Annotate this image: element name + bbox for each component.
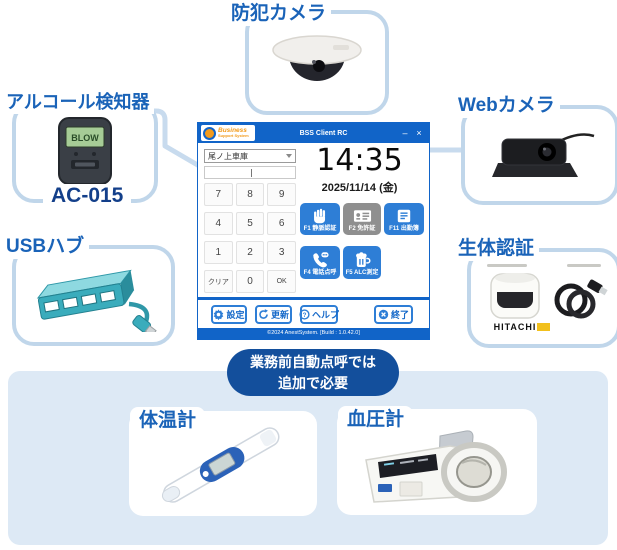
- numpad-key-4[interactable]: 4: [204, 212, 233, 235]
- numpad-key-7[interactable]: 7: [204, 183, 233, 206]
- webcam-box: [461, 105, 617, 205]
- alcohol-detector-box: BLOW: [12, 101, 158, 203]
- biometric-scanner-image: HITACHI: [487, 264, 608, 332]
- id-input[interactable]: [204, 166, 296, 179]
- f2-license-button[interactable]: F2 免許証: [343, 203, 381, 235]
- f4-phone-rollcall-button[interactable]: F4 電話点呼: [300, 246, 340, 279]
- titlebar: Business Support System BSS Client RC – …: [198, 123, 429, 143]
- refresh-button[interactable]: 更新: [255, 305, 292, 324]
- app-footer: ©2024 AnestSystem. [Build : 1.0.42.0]: [198, 328, 429, 339]
- numpad-key-3[interactable]: 3: [267, 241, 296, 264]
- biometric-brand-text: HITACHI: [494, 322, 537, 332]
- usb-hub-label: USBハブ: [1, 235, 90, 259]
- security-camera-label: 防犯カメラ: [226, 2, 332, 26]
- settings-button[interactable]: 設定: [211, 305, 247, 324]
- logo-line1: Business: [218, 126, 247, 134]
- help-button[interactable]: ? ヘルプ: [299, 305, 340, 324]
- alcohol-detector-label: アルコール検知器: [1, 90, 155, 114]
- webcam-image: [492, 133, 595, 177]
- exit-icon: [378, 309, 389, 320]
- logo-line2: Support System: [218, 133, 249, 139]
- gear-icon: [214, 309, 224, 320]
- thermometer-label: 体温計: [130, 407, 206, 435]
- settings-label: 設定: [226, 310, 245, 320]
- f5-label: F5 ALC測定: [345, 270, 379, 276]
- help-icon: ?: [299, 309, 310, 320]
- document-icon: [397, 209, 411, 223]
- f1-label: F1 静脈認証: [303, 226, 337, 232]
- bp-monitor-image: [365, 430, 507, 503]
- numpad-key-ok[interactable]: OK: [267, 270, 296, 293]
- numpad-key-1[interactable]: 1: [204, 241, 233, 264]
- refresh-icon: [259, 309, 268, 319]
- clock-date: 2025/11/14 (金): [321, 182, 398, 194]
- note-badge: 業務前自動点呼では 追加で必要: [227, 349, 399, 396]
- phone-icon: [313, 252, 329, 268]
- biometric-label: 生体認証: [453, 237, 540, 261]
- bp-monitor-label: 血圧計: [338, 406, 414, 434]
- connector-alcohol-to-app: [145, 108, 204, 170]
- numpad-key-clear[interactable]: クリア: [204, 270, 233, 293]
- close-button[interactable]: ×: [416, 128, 422, 138]
- exit-button[interactable]: 終了: [374, 305, 413, 324]
- logo-emblem-icon: [203, 126, 216, 140]
- location-select[interactable]: 尾ノ上車庫: [204, 149, 296, 163]
- app-window: Business Support System BSS Client RC – …: [197, 122, 430, 340]
- f11-label: F11 出勤簿: [389, 226, 419, 232]
- separator-line: [198, 297, 429, 300]
- location-select-value: 尾ノ上車庫: [208, 151, 248, 161]
- alcohol-screen-text: BLOW: [71, 133, 99, 143]
- help-glyph: ?: [303, 312, 307, 319]
- thermometer-image: [161, 426, 280, 503]
- f11-attendance-button[interactable]: F11 出勤簿: [384, 203, 424, 235]
- exit-label: 終了: [390, 310, 409, 320]
- numpad-key-8[interactable]: 8: [235, 183, 265, 206]
- usb-hub-box: [12, 245, 175, 346]
- note-badge-line2: 追加で必要: [278, 374, 348, 391]
- chevron-down-icon: [286, 154, 292, 158]
- hand-icon: [314, 208, 326, 224]
- numpad-key-5[interactable]: 5: [235, 212, 265, 235]
- f2-label: F2 免許証: [348, 226, 376, 232]
- app-logo: Business Support System: [201, 125, 255, 141]
- dome-camera-image: [272, 34, 362, 81]
- f4-label: F4 電話点呼: [303, 270, 337, 276]
- help-label: ヘルプ: [312, 310, 340, 320]
- f1-vein-auth-button[interactable]: F1 静脈認証: [300, 203, 340, 235]
- numpad: 7 8 9 4 5 6 1 2 3 クリア 0 OK: [204, 183, 296, 293]
- numpad-key-2[interactable]: 2: [235, 241, 265, 264]
- webcam-label: Webカメラ: [453, 94, 560, 118]
- text-caret: [251, 169, 252, 177]
- note-badge-line1: 業務前自動点呼では: [250, 354, 376, 371]
- id-card-icon: [353, 210, 371, 222]
- logo-text: Business Support System: [218, 126, 249, 139]
- minimize-button[interactable]: –: [402, 128, 408, 138]
- refresh-label: 更新: [270, 310, 289, 320]
- alcohol-detector-model: AC-015: [43, 184, 132, 208]
- biometric-box: HITACHI: [467, 248, 617, 348]
- clock-time: 14:35: [316, 143, 403, 178]
- numpad-key-0[interactable]: 0: [235, 270, 265, 293]
- window-title: BSS Client RC: [299, 129, 348, 137]
- numpad-key-6[interactable]: 6: [267, 212, 296, 235]
- beer-mug-icon: [355, 252, 371, 268]
- alcohol-detector-image: BLOW: [58, 117, 112, 185]
- numpad-key-9[interactable]: 9: [267, 183, 296, 206]
- f5-alc-measure-button[interactable]: F5 ALC測定: [343, 246, 381, 279]
- usb-hub-image: [36, 269, 157, 332]
